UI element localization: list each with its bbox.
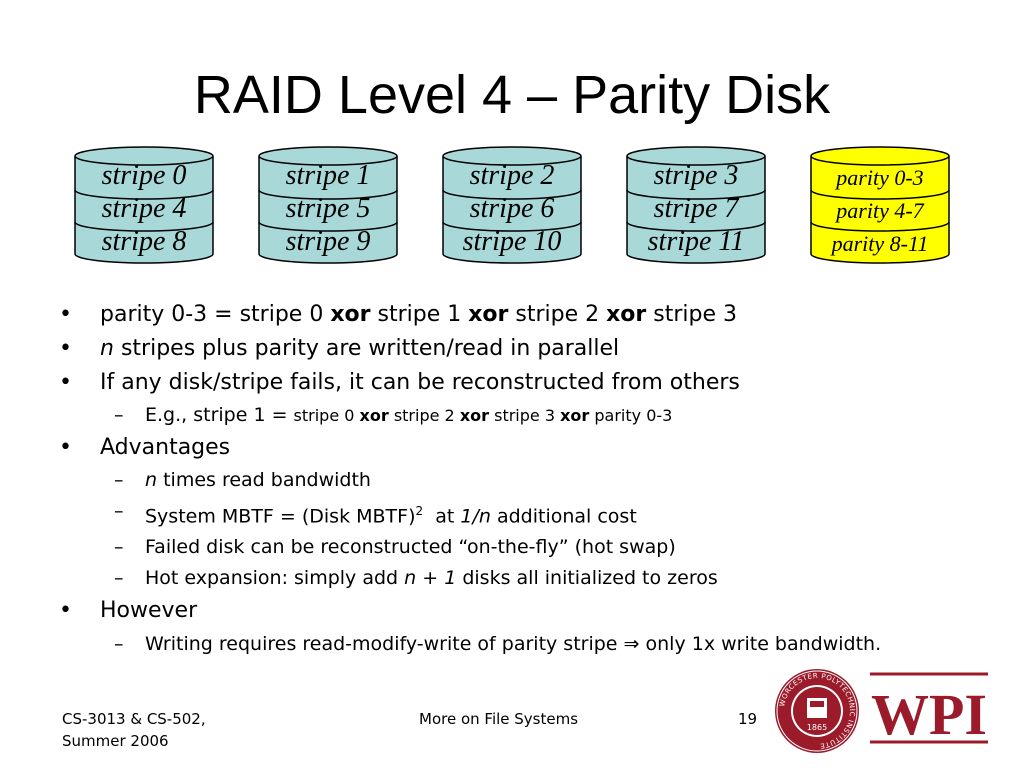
bullet-text: stripe 0 <box>293 406 360 425</box>
stripe-label: stripe 4 <box>101 193 187 224</box>
xor-operator: xor <box>459 406 490 425</box>
disk-cylinder-icon <box>626 146 766 264</box>
bullet-text: parity 0-3 <box>589 406 673 425</box>
bullet-text: only 1x write bandwidth. <box>639 633 882 656</box>
bullet-text: stripe 2 <box>388 406 460 425</box>
svg-text:WPI: WPI <box>871 682 987 747</box>
parity-label: parity 0-3 <box>836 165 924 190</box>
bullet-text: Failed disk can be reconstructed “on-the… <box>145 536 676 559</box>
bullet-list: • parity 0-3 = stripe 0 xor stripe 1 xor… <box>56 298 956 660</box>
bullet-item: • However <box>56 594 956 628</box>
stripe-label: stripe 7 <box>653 193 739 224</box>
italic-variable: n <box>145 469 158 491</box>
sub-bullet-item: – n times read bandwidth <box>56 465 956 496</box>
stripe-label: stripe 6 <box>469 193 555 224</box>
footer-course: CS-3013 & CS-502, Summer 2006 <box>62 708 206 752</box>
footer-term-line: Summer 2006 <box>62 732 169 750</box>
bullet-marker: • <box>59 598 72 624</box>
footer-page-number: 19 <box>738 710 758 728</box>
bullet-item: • n stripes plus parity are written/read… <box>56 332 956 366</box>
stripe-label: stripe 5 <box>285 193 371 224</box>
dash-marker: – <box>114 567 124 590</box>
bullet-text: E.g., stripe 1 = <box>145 404 294 426</box>
stripe-label: stripe 10 <box>462 226 562 257</box>
xor-operator: xor <box>606 302 647 327</box>
disk-cylinder-icon <box>810 146 950 264</box>
bullet-marker: • <box>59 435 72 460</box>
bullet-item: • Advantages <box>56 431 956 465</box>
disk-cylinder-icon <box>74 146 214 264</box>
bullet-text: If any disk/stripe fails, it can be reco… <box>100 370 740 395</box>
disk-cylinder-icon <box>258 146 398 264</box>
sub-bullet-item: – Writing requires read-modify-write of … <box>56 628 905 660</box>
sub-bullet-item: – System MBTF = (Disk MBTF)2 at 1/n addi… <box>56 496 956 532</box>
xor-operator: xor <box>468 302 509 327</box>
stripe-label: stripe 0 <box>101 160 187 191</box>
wpi-logo: WORCESTER POLYTECHNIC INSTITUTE 1865 WPI <box>774 668 990 758</box>
bullet-text: Advantages <box>100 435 231 460</box>
dash-marker: – <box>114 469 124 491</box>
stripe-label: stripe 2 <box>469 160 555 191</box>
italic-variable: n <box>100 336 114 361</box>
xor-operator: xor <box>330 302 371 327</box>
bullet-text: times read bandwidth <box>157 469 371 491</box>
parity-label: parity 4-7 <box>836 198 924 223</box>
parity-disk: parity 0-3 parity 4-7 parity 8-11 <box>810 146 950 266</box>
bullet-text: disks all initialized to zeros <box>456 567 718 590</box>
bullet-text: Writing requires read-modify-write of pa… <box>145 633 624 656</box>
stripe-label: stripe 1 <box>285 160 371 191</box>
bullet-text: However <box>100 598 198 624</box>
bullet-text: parity 0-3 = stripe 0 <box>100 302 331 327</box>
bullet-text: System MBTF = (Disk MBTF) <box>145 505 416 528</box>
bullet-marker: • <box>59 302 72 327</box>
italic-variable: 1/n <box>460 505 491 528</box>
dash-marker: – <box>114 633 124 656</box>
footer-course-line: CS-3013 & CS-502, <box>62 710 206 728</box>
wpi-seal-icon: WORCESTER POLYTECHNIC INSTITUTE 1865 WPI <box>775 669 988 753</box>
disk-0: stripe 0 stripe 4 stripe 8 <box>74 146 214 266</box>
disk-1: stripe 1 stripe 5 stripe 9 <box>258 146 398 266</box>
stripe-label: stripe 3 <box>653 160 739 191</box>
dash-marker: – <box>114 404 124 426</box>
parity-label: parity 8-11 <box>831 231 929 256</box>
xor-operator: xor <box>560 406 590 425</box>
implies-arrow-icon: ⇒ <box>623 633 640 656</box>
stripe-label: stripe 11 <box>647 226 745 257</box>
disk-2: stripe 2 stripe 6 stripe 10 <box>442 146 582 266</box>
bullet-text: stripe 2 <box>508 302 607 327</box>
bullet-marker: • <box>59 336 72 361</box>
svg-text:1865: 1865 <box>807 723 827 732</box>
bullet-item: • If any disk/stripe fails, it can be re… <box>56 366 956 400</box>
bullet-item: • parity 0-3 = stripe 0 xor stripe 1 xor… <box>56 298 956 332</box>
slide-title: RAID Level 4 – Parity Disk <box>193 65 831 125</box>
disk-3: stripe 3 stripe 7 stripe 11 <box>626 146 766 266</box>
bullet-marker: • <box>59 370 72 395</box>
bullet-text: stripe 3 <box>489 406 561 425</box>
bullet-text: stripes plus parity are written/read in … <box>113 336 620 361</box>
superscript: 2 <box>415 504 424 518</box>
bullet-text: at <box>423 505 461 528</box>
bullet-text: stripe 1 <box>370 302 469 327</box>
bullet-text: Hot expansion: simply add <box>145 567 405 590</box>
sub-bullet-item: – Failed disk can be reconstructed “on-t… <box>56 532 956 563</box>
italic-variable: n + 1 <box>404 567 457 590</box>
sub-bullet-item: – E.g., stripe 1 = stripe 0 xor stripe 2… <box>56 400 956 431</box>
dash-marker: – <box>114 536 124 559</box>
disk-cylinder-icon <box>442 146 582 264</box>
xor-operator: xor <box>359 406 389 425</box>
footer-topic: More on File Systems <box>419 710 579 728</box>
stripe-label: stripe 9 <box>285 226 371 257</box>
dash-marker: – <box>114 500 124 522</box>
bullet-text: additional cost <box>490 505 637 528</box>
sub-bullet-item: – Hot expansion: simply add n + 1 disks … <box>56 563 956 594</box>
bullet-text: stripe 3 <box>646 302 737 327</box>
stripe-label: stripe 8 <box>101 226 187 257</box>
